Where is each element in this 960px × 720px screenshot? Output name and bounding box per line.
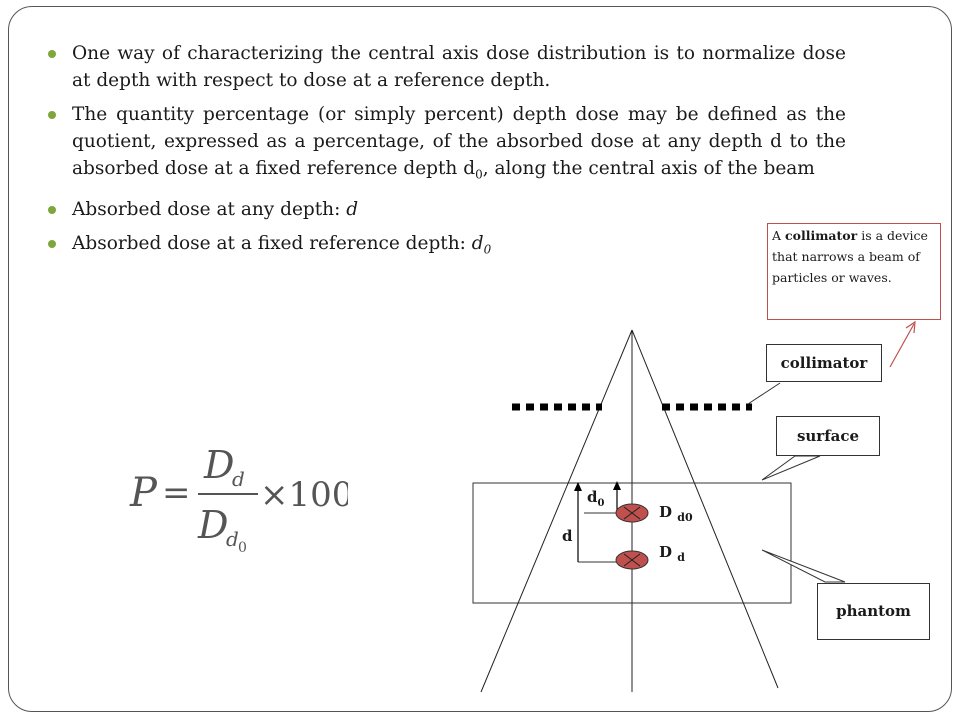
slide-frame	[8, 6, 952, 712]
formula-times: ×100	[260, 475, 348, 515]
bullet-list: One way of characterizing the central ax…	[46, 40, 846, 270]
collimator-note: A collimator is a device that narrows a …	[767, 223, 941, 320]
subscript: 0	[483, 242, 492, 257]
collimator-callout-tail	[747, 382, 781, 405]
d-arrowhead	[574, 482, 582, 491]
dose-point-d0	[615, 503, 649, 523]
D-d0-subscript: d0	[677, 511, 693, 524]
collimator-label: collimator	[766, 344, 882, 382]
formula-den-subsub: 0	[238, 540, 247, 556]
d0-text: d	[587, 488, 598, 506]
pdd-formula: P = D d D d 0 ×100	[129, 446, 348, 556]
variable: d	[346, 198, 359, 220]
formula-num-sub: d	[232, 467, 245, 491]
bullet-text: , along the central axis of the beam	[482, 158, 815, 179]
formula-eq: =	[162, 473, 191, 513]
bullet-text: Absorbed dose at any depth:	[72, 198, 347, 220]
note-text: A	[772, 228, 786, 243]
formula-num: D	[203, 446, 234, 487]
formula-den-sub: d	[226, 527, 239, 551]
D-d0-text: D	[659, 503, 673, 521]
phantom-callout-tail	[761, 549, 846, 583]
note-arrowhead	[905, 320, 916, 334]
d-label: d	[562, 527, 573, 545]
note-bold: collimator	[785, 228, 858, 243]
formula-den: D	[197, 503, 228, 547]
d0-subscript: 0	[597, 498, 605, 509]
note-text: is a device that narrows a beam of parti…	[772, 228, 928, 285]
D-d-text: D	[659, 543, 673, 561]
bullet-item: Absorbed dose at a fixed reference depth…	[46, 230, 846, 264]
beam-edge-right	[631, 329, 779, 689]
D-d-subscript: d	[677, 551, 685, 564]
phantom-label: phantom	[817, 583, 930, 640]
D-d0-label: D d0	[659, 503, 693, 524]
beam-edge-left	[480, 329, 633, 693]
surface-label: surface	[776, 416, 880, 456]
bullet-text: One way of characterizing the central ax…	[72, 43, 846, 91]
formula-lhs: P	[129, 470, 158, 516]
bullet-text: Absorbed dose at a fixed reference depth…	[72, 232, 472, 254]
bullet-item: The quantity percentage (or simply perce…	[46, 101, 846, 189]
surface-callout-tail	[761, 455, 821, 481]
bullet-item: Absorbed dose at any depth: d	[46, 196, 846, 223]
d0-arrowhead	[613, 481, 621, 490]
D-d-label: D d	[659, 543, 685, 564]
subscript: 0	[475, 167, 483, 182]
dose-point-d	[615, 550, 649, 570]
d0-label: d0	[587, 488, 604, 509]
bullet-item: One way of characterizing the central ax…	[46, 40, 846, 94]
variable: d	[471, 232, 484, 254]
note-arrow	[889, 323, 915, 368]
bullet-text: The quantity percentage (or simply perce…	[72, 104, 846, 179]
